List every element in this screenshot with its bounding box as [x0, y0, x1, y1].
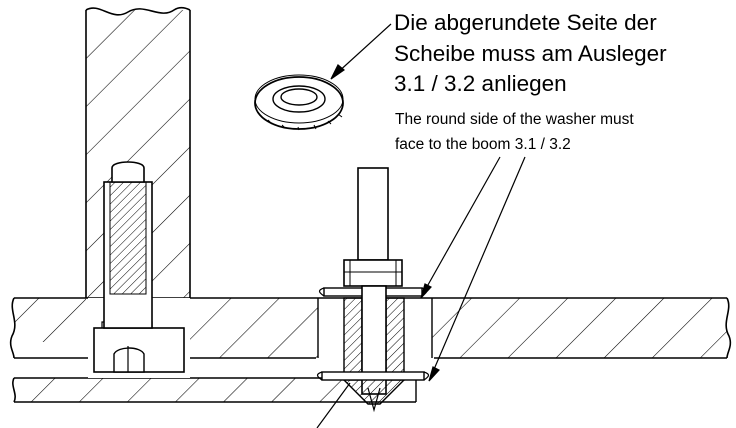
leader-lines: [316, 23, 526, 428]
washer-icon: [254, 74, 344, 131]
annotation-en-line-1: The round side of the washer must: [395, 111, 634, 128]
annotation-en: The round side of the washer must face t…: [395, 107, 634, 157]
lower-plate: [12, 377, 417, 403]
annotation-de: Die abgerundete Seite der Scheibe muss a…: [394, 8, 667, 100]
upper-plate: [9, 297, 732, 359]
break-line-top: [85, 6, 191, 16]
annotation-de-line-2: Scheibe muss am Ausleger: [394, 40, 667, 66]
annotation-en-line-2: face to the boom 3.1 / 3.2: [395, 136, 571, 153]
bolt-right: [316, 167, 430, 413]
annotation-de-line-3: 3.1 / 3.2 anliegen: [394, 71, 567, 96]
break-line-left: [9, 297, 16, 359]
annotation-de-line-1: Die abgerundete Seite der: [394, 10, 657, 35]
bolt-left: [88, 161, 190, 378]
break-line-right: [725, 297, 732, 359]
